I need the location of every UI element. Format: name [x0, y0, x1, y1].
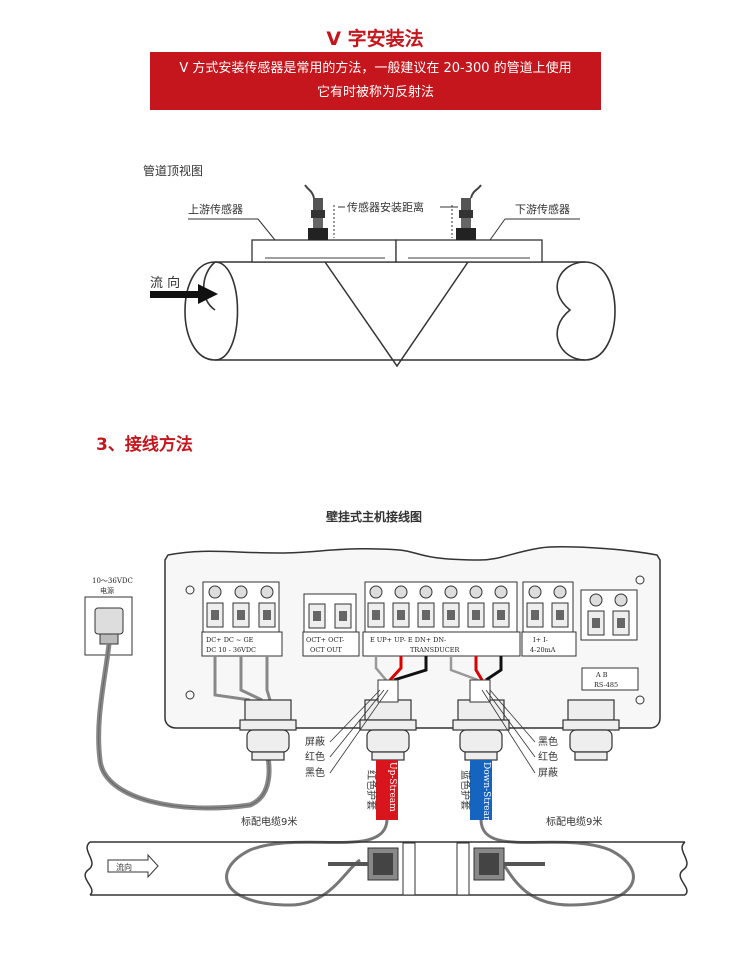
term-transducer-bottom: TRANSDUCER	[410, 646, 460, 654]
terminal-transducer	[364, 581, 518, 635]
upstream-sensor	[304, 184, 335, 240]
pipe-flow-arrow-icon	[107, 853, 159, 879]
power-label-2: 电源	[100, 586, 114, 595]
wiring-title: 壁挂式主机接线图	[326, 509, 422, 524]
section-heading: 3、接线方法	[96, 435, 193, 455]
right-black-label: 黑色	[538, 735, 558, 748]
up-stream-sleeve	[376, 760, 398, 820]
down-sleeve-label: 蓝色护套	[459, 770, 472, 810]
term-rs-top: A B	[595, 671, 608, 679]
left-shield-label: 屏蔽	[305, 736, 325, 748]
left-red-label: 红色	[305, 750, 325, 763]
pipe-sensors	[328, 842, 545, 896]
terminal-4-20ma	[522, 581, 574, 635]
pipe-side-view	[84, 841, 688, 896]
term-oct-top: OCT+ OCT-	[306, 636, 344, 644]
power-label-1: 10～36VDC	[92, 577, 133, 585]
intro-banner: V 方式安装传感器是常用的方法，一般建议在 20-300 的管道上使用 它有时被…	[150, 52, 601, 110]
term-rs-bottom: RS-485	[594, 681, 618, 689]
cable-left-label: 标配电缆9米	[241, 815, 297, 828]
terminal-dc	[202, 581, 280, 643]
right-red-label: 红色	[538, 750, 558, 763]
power-adapter-icon	[84, 596, 133, 656]
v-method-diagram: 管道顶视图 上游传感器 传感器安装距离 下游传感器	[143, 163, 616, 368]
flow-arrow-icon	[150, 284, 218, 304]
distance-label: 传感器安装距离	[347, 200, 424, 214]
banner-line-1: V 方式安装传感器是常用的方法，一般建议在 20-300 的管道上使用	[179, 61, 572, 76]
page-title: V 字安装法	[326, 28, 424, 50]
top-view-label: 管道顶视图	[143, 163, 203, 178]
banner-line-2: 它有时被称为反射法	[316, 85, 434, 100]
up-stream-label: Up-Stream	[387, 762, 397, 812]
host-housing	[164, 546, 661, 729]
upstream-label: 上游传感器	[188, 203, 243, 216]
cable-right-label: 标配电缆9米	[546, 815, 602, 828]
terminal-rs485	[580, 589, 638, 641]
up-sleeve-label: 红色护套	[365, 770, 378, 810]
flow-label: 流 向	[150, 275, 180, 291]
v-reflection-path	[324, 261, 469, 368]
down-stream-label: Down-Stream	[481, 762, 491, 825]
term-420-bottom: 4-20mA	[530, 646, 556, 654]
term-dc-top: DC+ DC ~ GE	[206, 636, 254, 644]
term-420-top: I+ I-	[533, 636, 548, 644]
left-black-label: 黑色	[305, 766, 325, 779]
pipe-flow-label: 流向	[116, 862, 132, 872]
down-stream-sleeve	[470, 760, 492, 820]
downstream-label: 下游传感器	[515, 203, 570, 216]
cable-glands	[239, 699, 620, 761]
terminal-oct	[303, 593, 357, 635]
term-transducer-top: E UP+ UP- E DN+ DN-	[370, 636, 446, 644]
downstream-sensor	[451, 184, 482, 240]
term-dc-bottom: DC 10 - 36VDC	[206, 646, 256, 654]
term-oct-bottom: OCT OUT	[310, 646, 343, 654]
pipe-top-view	[184, 261, 616, 361]
right-shield-label: 屏蔽	[538, 767, 558, 779]
transducer-blocks	[251, 239, 543, 263]
